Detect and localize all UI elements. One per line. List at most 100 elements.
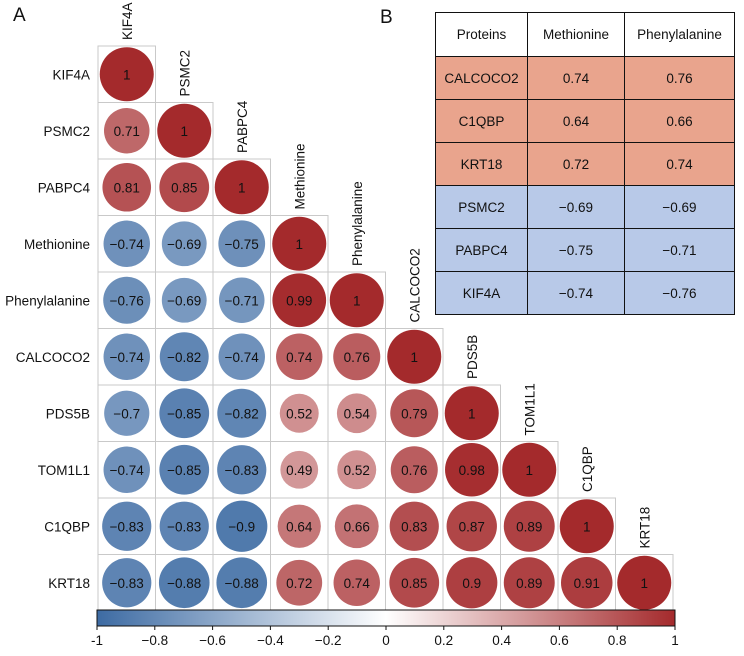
correlation-value-Methionine-PSMC2: −0.69	[167, 237, 201, 252]
correlation-circle-C1QBP-PSMC2	[159, 501, 209, 551]
correlation-circle-PABPC4-PSMC2	[159, 162, 210, 213]
correlation-value-PABPC4-PABPC4: 1	[238, 180, 246, 195]
correlation-circle-C1QBP-CALCOCO2	[389, 501, 439, 551]
correlation-circle-CALCOCO2-PABPC4	[218, 333, 265, 380]
correlation-value-TOM1L1-TOM1L1: 1	[525, 463, 533, 478]
correlation-value-TOM1L1-PDS5B: 0.98	[459, 463, 485, 478]
colorbar-tick-label: 0.8	[608, 633, 627, 648]
correlation-circle-Phenylalanine-Phenylalanine	[329, 273, 384, 328]
correlation-circle-CALCOCO2-KIF4A	[103, 333, 150, 380]
correlation-value-PSMC2-PSMC2: 1	[180, 124, 188, 139]
correlation-value-KRT18-KRT18: 1	[640, 576, 648, 591]
correlation-value-KRT18-TOM1L1: 0.89	[516, 576, 542, 591]
correlation-value-C1QBP-KIF4A: −0.83	[110, 519, 144, 534]
row-label-Phenylalanine: Phenylalanine	[5, 293, 90, 308]
correlation-circle-KRT18-KIF4A	[102, 558, 152, 608]
correlation-circle-C1QBP-PDS5B	[446, 501, 497, 552]
correlation-value-KIF4A-KIF4A: 1	[123, 67, 131, 82]
correlation-circle-KRT18-TOM1L1	[503, 557, 555, 609]
correlation-circle-TOM1L1-Methionine	[280, 450, 319, 489]
correlation-circle-TOM1L1-PDS5B	[445, 443, 499, 497]
correlation-value-TOM1L1-CALCOCO2: 0.76	[401, 463, 427, 478]
correlation-circle-PDS5B-Phenylalanine	[336, 393, 377, 434]
correlation-circle-PDS5B-KIF4A	[104, 390, 150, 436]
correlation-value-KRT18-CALCOCO2: 0.85	[401, 576, 427, 591]
correlation-value-TOM1L1-PABPC4: −0.83	[225, 463, 259, 478]
correlation-value-PDS5B-PDS5B: 1	[468, 406, 476, 421]
table-value-cell: −0.69	[624, 185, 735, 229]
correlation-circle-TOM1L1-CALCOCO2	[390, 446, 438, 494]
correlation-value-Methionine-PABPC4: −0.75	[225, 237, 259, 252]
correlation-circle-PDS5B-PSMC2	[159, 388, 210, 439]
table-row: PABPC4−0.75−0.71	[435, 228, 735, 272]
correlation-value-KRT18-Phenylalanine: 0.74	[344, 576, 371, 591]
correlation-circle-KIF4A-KIF4A	[99, 47, 154, 102]
row-label-Methionine: Methionine	[24, 237, 90, 252]
table-header-cell: Proteins	[435, 12, 528, 57]
column-label-Phenylalanine: Phenylalanine	[350, 181, 365, 266]
correlation-value-KRT18-KIF4A: −0.83	[110, 576, 144, 591]
table-value-cell: 0.66	[624, 99, 735, 143]
correlation-circle-CALCOCO2-CALCOCO2	[387, 329, 442, 384]
row-label-CALCOCO2: CALCOCO2	[16, 350, 90, 365]
correlation-value-KRT18-PDS5B: 0.9	[462, 576, 481, 591]
column-label-CALCOCO2: CALCOCO2	[407, 248, 422, 322]
correlation-circle-PDS5B-CALCOCO2	[390, 389, 439, 438]
table-value-cell: −0.76	[624, 271, 735, 315]
correlation-circle-PSMC2-PSMC2	[157, 103, 212, 158]
table-protein-cell: CALCOCO2	[435, 56, 528, 100]
correlation-circle-Phenylalanine-KIF4A	[103, 276, 151, 324]
table-value-cell: 0.74	[527, 56, 625, 100]
correlation-value-C1QBP-TOM1L1: 0.89	[516, 519, 542, 534]
correlation-value-CALCOCO2-PABPC4: −0.74	[225, 350, 260, 365]
correlation-value-PDS5B-CALCOCO2: 0.79	[401, 406, 427, 421]
correlation-circle-CALCOCO2-Phenylalanine	[333, 333, 381, 381]
table-value-cell: −0.69	[527, 185, 625, 229]
table-value-cell: −0.74	[527, 271, 625, 315]
column-labels: KIF4APSMC2PABPC4MethioninePhenylalanineC…	[120, 2, 653, 548]
row-labels: KIF4APSMC2PABPC4MethioninePhenylalanineC…	[5, 67, 90, 591]
correlation-circle-C1QBP-PABPC4	[216, 500, 268, 552]
correlation-value-Phenylalanine-PABPC4: −0.71	[225, 293, 259, 308]
correlation-value-PDS5B-PSMC2: −0.85	[167, 406, 201, 421]
correlation-circle-KRT18-PABPC4	[216, 557, 268, 609]
column-label-PSMC2: PSMC2	[177, 50, 192, 97]
table-value-cell: 0.64	[527, 99, 625, 143]
column-label-PABPC4: PABPC4	[235, 100, 250, 153]
row-label-TOM1L1: TOM1L1	[38, 463, 90, 478]
correlation-value-KRT18-C1QBP: 0.91	[574, 576, 600, 591]
correlation-value-Phenylalanine-Methionine: 0.99	[286, 293, 312, 308]
correlation-value-Phenylalanine-PSMC2: −0.69	[167, 293, 201, 308]
table-protein-cell: PSMC2	[435, 185, 528, 229]
correlation-value-TOM1L1-PSMC2: −0.85	[167, 463, 201, 478]
colorbar-tick-label: −0.8	[141, 633, 168, 648]
row-label-PSMC2: PSMC2	[43, 124, 90, 139]
table-protein-cell: PABPC4	[435, 228, 528, 272]
correlation-value-TOM1L1-KIF4A: −0.74	[110, 463, 145, 478]
table-value-cell: 0.72	[527, 142, 625, 186]
correlation-circle-PDS5B-Methionine	[279, 393, 319, 433]
correlation-value-Methionine-Methionine: 1	[295, 237, 303, 252]
correlation-circle-KRT18-KRT18	[617, 555, 672, 610]
correlation-value-TOM1L1-Methionine: 0.49	[286, 463, 312, 478]
correlation-value-KRT18-Methionine: 0.72	[286, 576, 312, 591]
correlation-circle-PABPC4-PABPC4	[214, 160, 269, 215]
correlation-circle-PDS5B-PABPC4	[217, 388, 267, 438]
row-label-KRT18: KRT18	[48, 576, 90, 591]
correlation-value-C1QBP-CALCOCO2: 0.83	[401, 519, 427, 534]
row-label-KIF4A: KIF4A	[52, 67, 90, 82]
colorbar-tick-label: 0	[382, 633, 390, 648]
correlation-value-CALCOCO2-Methionine: 0.74	[286, 350, 313, 365]
colorbar-tick-label: 0.6	[550, 633, 569, 648]
table-protein-cell: C1QBP	[435, 99, 528, 143]
correlation-circle-TOM1L1-TOM1L1	[502, 442, 557, 497]
correlation-circle-Phenylalanine-Methionine	[272, 273, 327, 328]
correlation-value-C1QBP-C1QBP: 1	[583, 519, 591, 534]
correlation-circle-KRT18-PDS5B	[446, 557, 498, 609]
correlation-value-PDS5B-KIF4A: −0.7	[113, 406, 140, 421]
